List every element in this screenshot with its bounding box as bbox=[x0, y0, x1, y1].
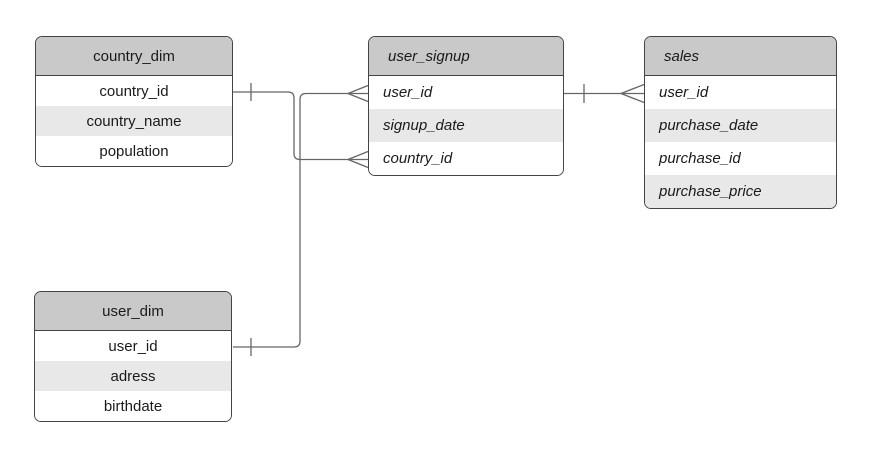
field-row-user-id: user_id bbox=[645, 76, 836, 109]
entity-header-country-dim: country_dim bbox=[36, 37, 232, 76]
entity-sales: sales user_id purchase_date purchase_id … bbox=[644, 36, 837, 209]
field-row-purchase-price: purchase_price bbox=[645, 175, 836, 208]
entity-header-sales: sales bbox=[645, 37, 836, 76]
entity-user-signup: user_signup user_id signup_date country_… bbox=[368, 36, 564, 176]
relationship-line bbox=[233, 92, 368, 348]
entity-header-user-signup: user_signup bbox=[369, 37, 563, 76]
field-row-user-id: user_id bbox=[35, 331, 231, 361]
entity-title: user_dim bbox=[102, 302, 164, 320]
relationship-user_signup-sales bbox=[564, 83, 645, 104]
relationship-user_dim-user_signup bbox=[233, 84, 369, 356]
field-row-adress: adress bbox=[35, 361, 231, 391]
field-row-birthdate: birthdate bbox=[35, 391, 231, 421]
entity-country-dim: country_dim country_id country_name popu… bbox=[35, 36, 233, 167]
crow-foot-many-icon bbox=[347, 150, 369, 169]
field-row-country-name: country_name bbox=[36, 106, 232, 136]
field-row-purchase-id: purchase_id bbox=[645, 142, 836, 175]
relationship-line bbox=[233, 91, 368, 161]
entity-title: sales bbox=[664, 47, 700, 65]
crow-foot-many-icon bbox=[347, 84, 369, 103]
field-row-purchase-date: purchase_date bbox=[645, 109, 836, 142]
field-row-user-id: user_id bbox=[369, 76, 563, 109]
field-row-signup-date: signup_date bbox=[369, 109, 563, 142]
entity-header-user-dim: user_dim bbox=[35, 292, 231, 331]
entity-user-dim: user_dim user_id adress birthdate bbox=[34, 291, 232, 422]
relationship-country_dim-user_signup bbox=[233, 83, 369, 169]
field-row-country-id: country_id bbox=[36, 76, 232, 106]
field-row-population: population bbox=[36, 136, 232, 166]
entity-title: country_dim bbox=[93, 47, 175, 65]
field-row-country-id: country_id bbox=[369, 142, 563, 175]
entity-title: user_signup bbox=[388, 47, 470, 65]
crow-foot-many-icon bbox=[620, 83, 645, 104]
